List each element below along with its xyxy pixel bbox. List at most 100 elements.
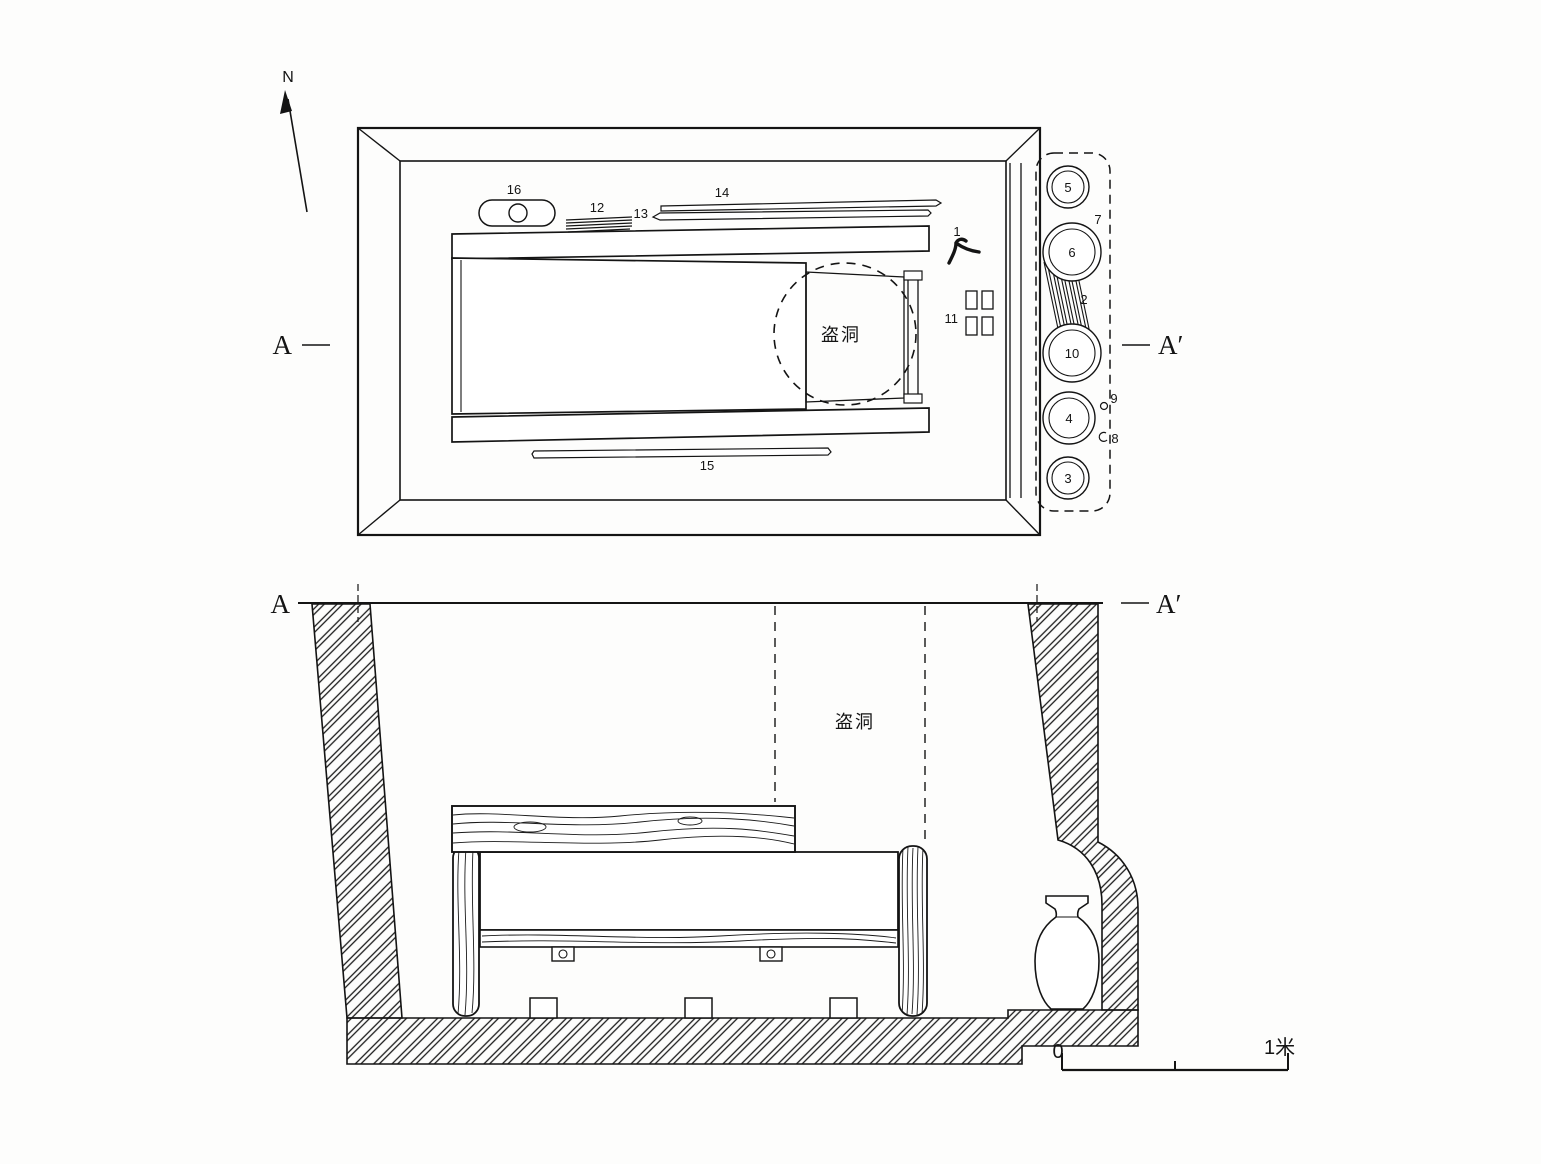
artifact-13: 13 bbox=[634, 206, 932, 221]
ground-surface: A A′ bbox=[271, 584, 1181, 622]
section-view: A A′ bbox=[271, 584, 1295, 1072]
support-block bbox=[829, 997, 858, 1019]
section-label-a: A bbox=[271, 589, 291, 619]
support-block bbox=[684, 997, 713, 1019]
scale-bar: 0 1米 bbox=[1052, 1036, 1295, 1072]
coffin-body-section bbox=[479, 851, 899, 931]
coffin-bottom-plank-rect bbox=[479, 929, 899, 948]
north-arrow-line bbox=[287, 98, 308, 213]
plan-section-label-a-prime: A′ bbox=[1158, 330, 1183, 360]
artifact-15: 15 bbox=[531, 447, 832, 473]
coffin-body-plan bbox=[451, 257, 807, 415]
artifact-11-piece bbox=[981, 316, 994, 336]
vessel-6-label: 6 bbox=[1068, 245, 1075, 260]
vessel-10-label: 10 bbox=[1065, 346, 1079, 361]
support-block bbox=[529, 997, 558, 1019]
coffin-bottom-plank-grain bbox=[481, 932, 897, 944]
coffin-feet bbox=[551, 946, 783, 962]
artifact-1: 1 bbox=[947, 224, 981, 265]
plan-section-label-a: A bbox=[273, 330, 293, 360]
coffin-bottom-beam bbox=[451, 407, 930, 443]
artifact-11: 11 bbox=[945, 290, 994, 336]
support-blocks bbox=[529, 997, 858, 1019]
pit-floor-band bbox=[346, 1009, 1139, 1065]
artifact-11-label: 11 bbox=[945, 311, 959, 326]
pit-miter-tr bbox=[1005, 127, 1041, 162]
artifact-15-label: 15 bbox=[700, 458, 714, 473]
niche-item-8-mark bbox=[1098, 431, 1108, 442]
vessel-9-label: 9 bbox=[1110, 391, 1117, 406]
plan-section-markers: A A′ bbox=[273, 330, 1184, 360]
plan-view: N A A′ bbox=[273, 69, 1184, 537]
robber-hole-section: 盗洞 bbox=[774, 606, 926, 843]
niche-item-9-mark bbox=[1099, 401, 1109, 411]
niche-vessel-10: 10 bbox=[1042, 323, 1102, 383]
artifacts-plan: 16 12 14 13 1 bbox=[478, 182, 994, 473]
vessel-2-label: 2 bbox=[1080, 292, 1087, 307]
niche-section bbox=[1034, 895, 1100, 1010]
coffin-end-plank-tab-bottom bbox=[903, 393, 923, 404]
artifact-11-piece bbox=[981, 290, 994, 310]
north-arrow: N bbox=[280, 69, 308, 213]
artifact-14-label: 14 bbox=[715, 185, 729, 200]
robber-hole-label-plan: 盗洞 bbox=[821, 325, 861, 345]
pit-wall-left bbox=[311, 603, 403, 1019]
pit-walls-section bbox=[311, 603, 1139, 1065]
burial-niche-plan: 5 7 6 2 10 9 4 8 bbox=[1035, 152, 1119, 512]
tomb-pit-outline-plan bbox=[356, 126, 1042, 537]
vessel-10-outer bbox=[1042, 323, 1102, 383]
coffin-foot-right-peg bbox=[766, 949, 776, 959]
artifact-14-shape bbox=[660, 199, 943, 212]
coffin-end-cap-right-grain bbox=[901, 846, 924, 1016]
north-label: N bbox=[282, 69, 294, 86]
niche-vessel-4: 4 bbox=[1042, 391, 1096, 445]
vessel-8-label: 8 bbox=[1111, 431, 1118, 446]
artifact-1-shape bbox=[947, 237, 981, 265]
artifact-16-label: 16 bbox=[507, 182, 521, 197]
artifact-16-box bbox=[478, 199, 556, 227]
artifact-14: 14 bbox=[660, 185, 943, 212]
coffin-top-plank bbox=[451, 805, 796, 853]
coffin-end-cap-right bbox=[898, 845, 928, 1017]
coffin-foot-right bbox=[759, 946, 783, 962]
scale-zero-label: 0 bbox=[1052, 1041, 1063, 1063]
artifact-12-slat bbox=[565, 225, 633, 230]
robber-hole-circle bbox=[773, 262, 917, 406]
coffin-end-cap-left-grain bbox=[457, 847, 475, 1016]
artifact-13-shape bbox=[651, 209, 932, 221]
niche-outline bbox=[1035, 152, 1111, 512]
coffin-foot-left-peg bbox=[558, 949, 568, 959]
artifact-11-piece bbox=[965, 316, 978, 336]
vessel-5-outer bbox=[1046, 165, 1090, 209]
robber-hole-label-section: 盗洞 bbox=[835, 712, 875, 732]
vessel-3-inner bbox=[1051, 461, 1085, 495]
artifact-12-slat bbox=[567, 228, 631, 233]
coffin-end-cap-left bbox=[452, 845, 480, 1017]
vessel-7-label: 7 bbox=[1094, 212, 1101, 227]
artifact-12-slat bbox=[565, 219, 633, 224]
vessel-3-outer bbox=[1046, 456, 1090, 500]
vessel-6-inner bbox=[1048, 228, 1096, 276]
section-label-a-prime: A′ bbox=[1156, 589, 1181, 619]
vessel-4-label: 4 bbox=[1065, 411, 1072, 426]
niche-vessel-5: 5 bbox=[1046, 165, 1090, 209]
pit-wall-right-with-niche bbox=[1027, 603, 1139, 1011]
niche-pot bbox=[1034, 895, 1100, 1010]
pit-miter-tl bbox=[357, 127, 401, 162]
vessel-4-outer bbox=[1042, 391, 1096, 445]
artifact-12: 12 bbox=[565, 200, 633, 233]
artifact-12-slat bbox=[565, 216, 633, 221]
artifact-12-label: 12 bbox=[590, 200, 604, 215]
artifact-16-knob bbox=[508, 203, 528, 223]
pit-miter-br bbox=[1005, 499, 1041, 536]
vessel-5-label: 5 bbox=[1064, 180, 1071, 195]
pit-inner-rect bbox=[399, 160, 1007, 501]
artifact-12-slat bbox=[565, 222, 633, 227]
vessel-10-inner bbox=[1048, 329, 1096, 377]
vessel-6-outer bbox=[1042, 222, 1102, 282]
coffin-top-beam bbox=[451, 225, 930, 260]
coffin-foot-left bbox=[551, 946, 575, 962]
coffin-end-plank-tab-top bbox=[903, 270, 923, 281]
